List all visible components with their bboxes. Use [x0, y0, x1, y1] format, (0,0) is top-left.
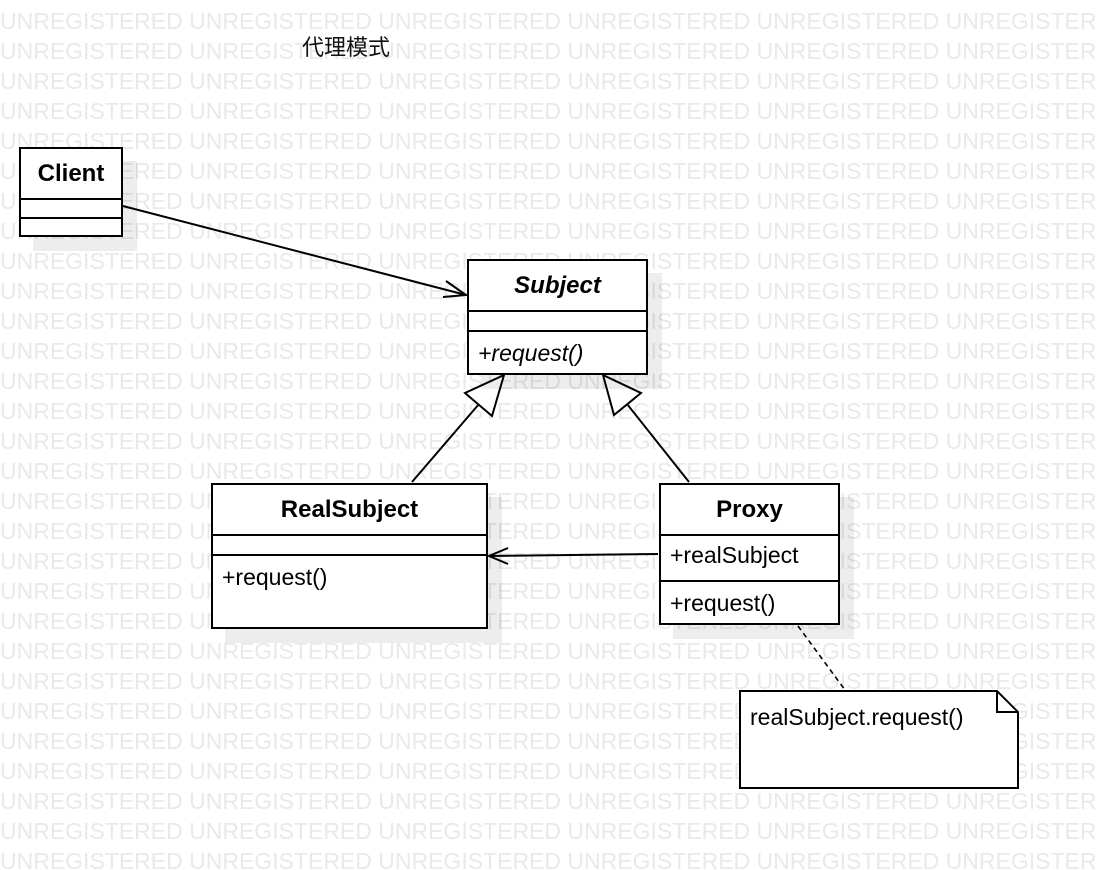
proxy-generalization-line [626, 403, 690, 483]
class-realsubject[interactable]: RealSubject +request() [211, 483, 488, 629]
class-proxy[interactable]: Proxy +realSubject +request() [659, 483, 840, 625]
client-subject-association [122, 205, 467, 296]
note-anchor-line [797, 625, 846, 691]
class-subject-method: +request() [478, 340, 584, 366]
note-shape [739, 690, 1019, 789]
realsubject-generalization-line [411, 403, 480, 483]
class-proxy-attribute: +realSubject [661, 536, 838, 582]
class-subject[interactable]: Subject +request() [467, 259, 648, 375]
class-subject-attributes [469, 312, 646, 332]
class-client[interactable]: Client [19, 147, 123, 237]
class-proxy-method: +request() [670, 590, 776, 616]
proxy-generalization-head [601, 373, 643, 417]
proxy-association-arrowhead [486, 547, 509, 565]
diagram-title: 代理模式 [302, 36, 391, 61]
realsubject-generalization-head [463, 373, 506, 418]
class-realsubject-method: +request() [222, 564, 328, 590]
class-realsubject-name: RealSubject [213, 485, 486, 536]
note[interactable]: realSubject.request() [739, 690, 1019, 790]
class-client-attributes [21, 200, 121, 219]
proxy-realsubject-association [488, 553, 659, 557]
class-realsubject-attributes [213, 536, 486, 556]
class-client-name: Client [21, 149, 121, 200]
class-proxy-name: Proxy [661, 485, 838, 536]
class-subject-name: Subject [469, 261, 646, 312]
association-arrowhead [442, 280, 469, 298]
note-text: realSubject.request() [750, 704, 964, 730]
